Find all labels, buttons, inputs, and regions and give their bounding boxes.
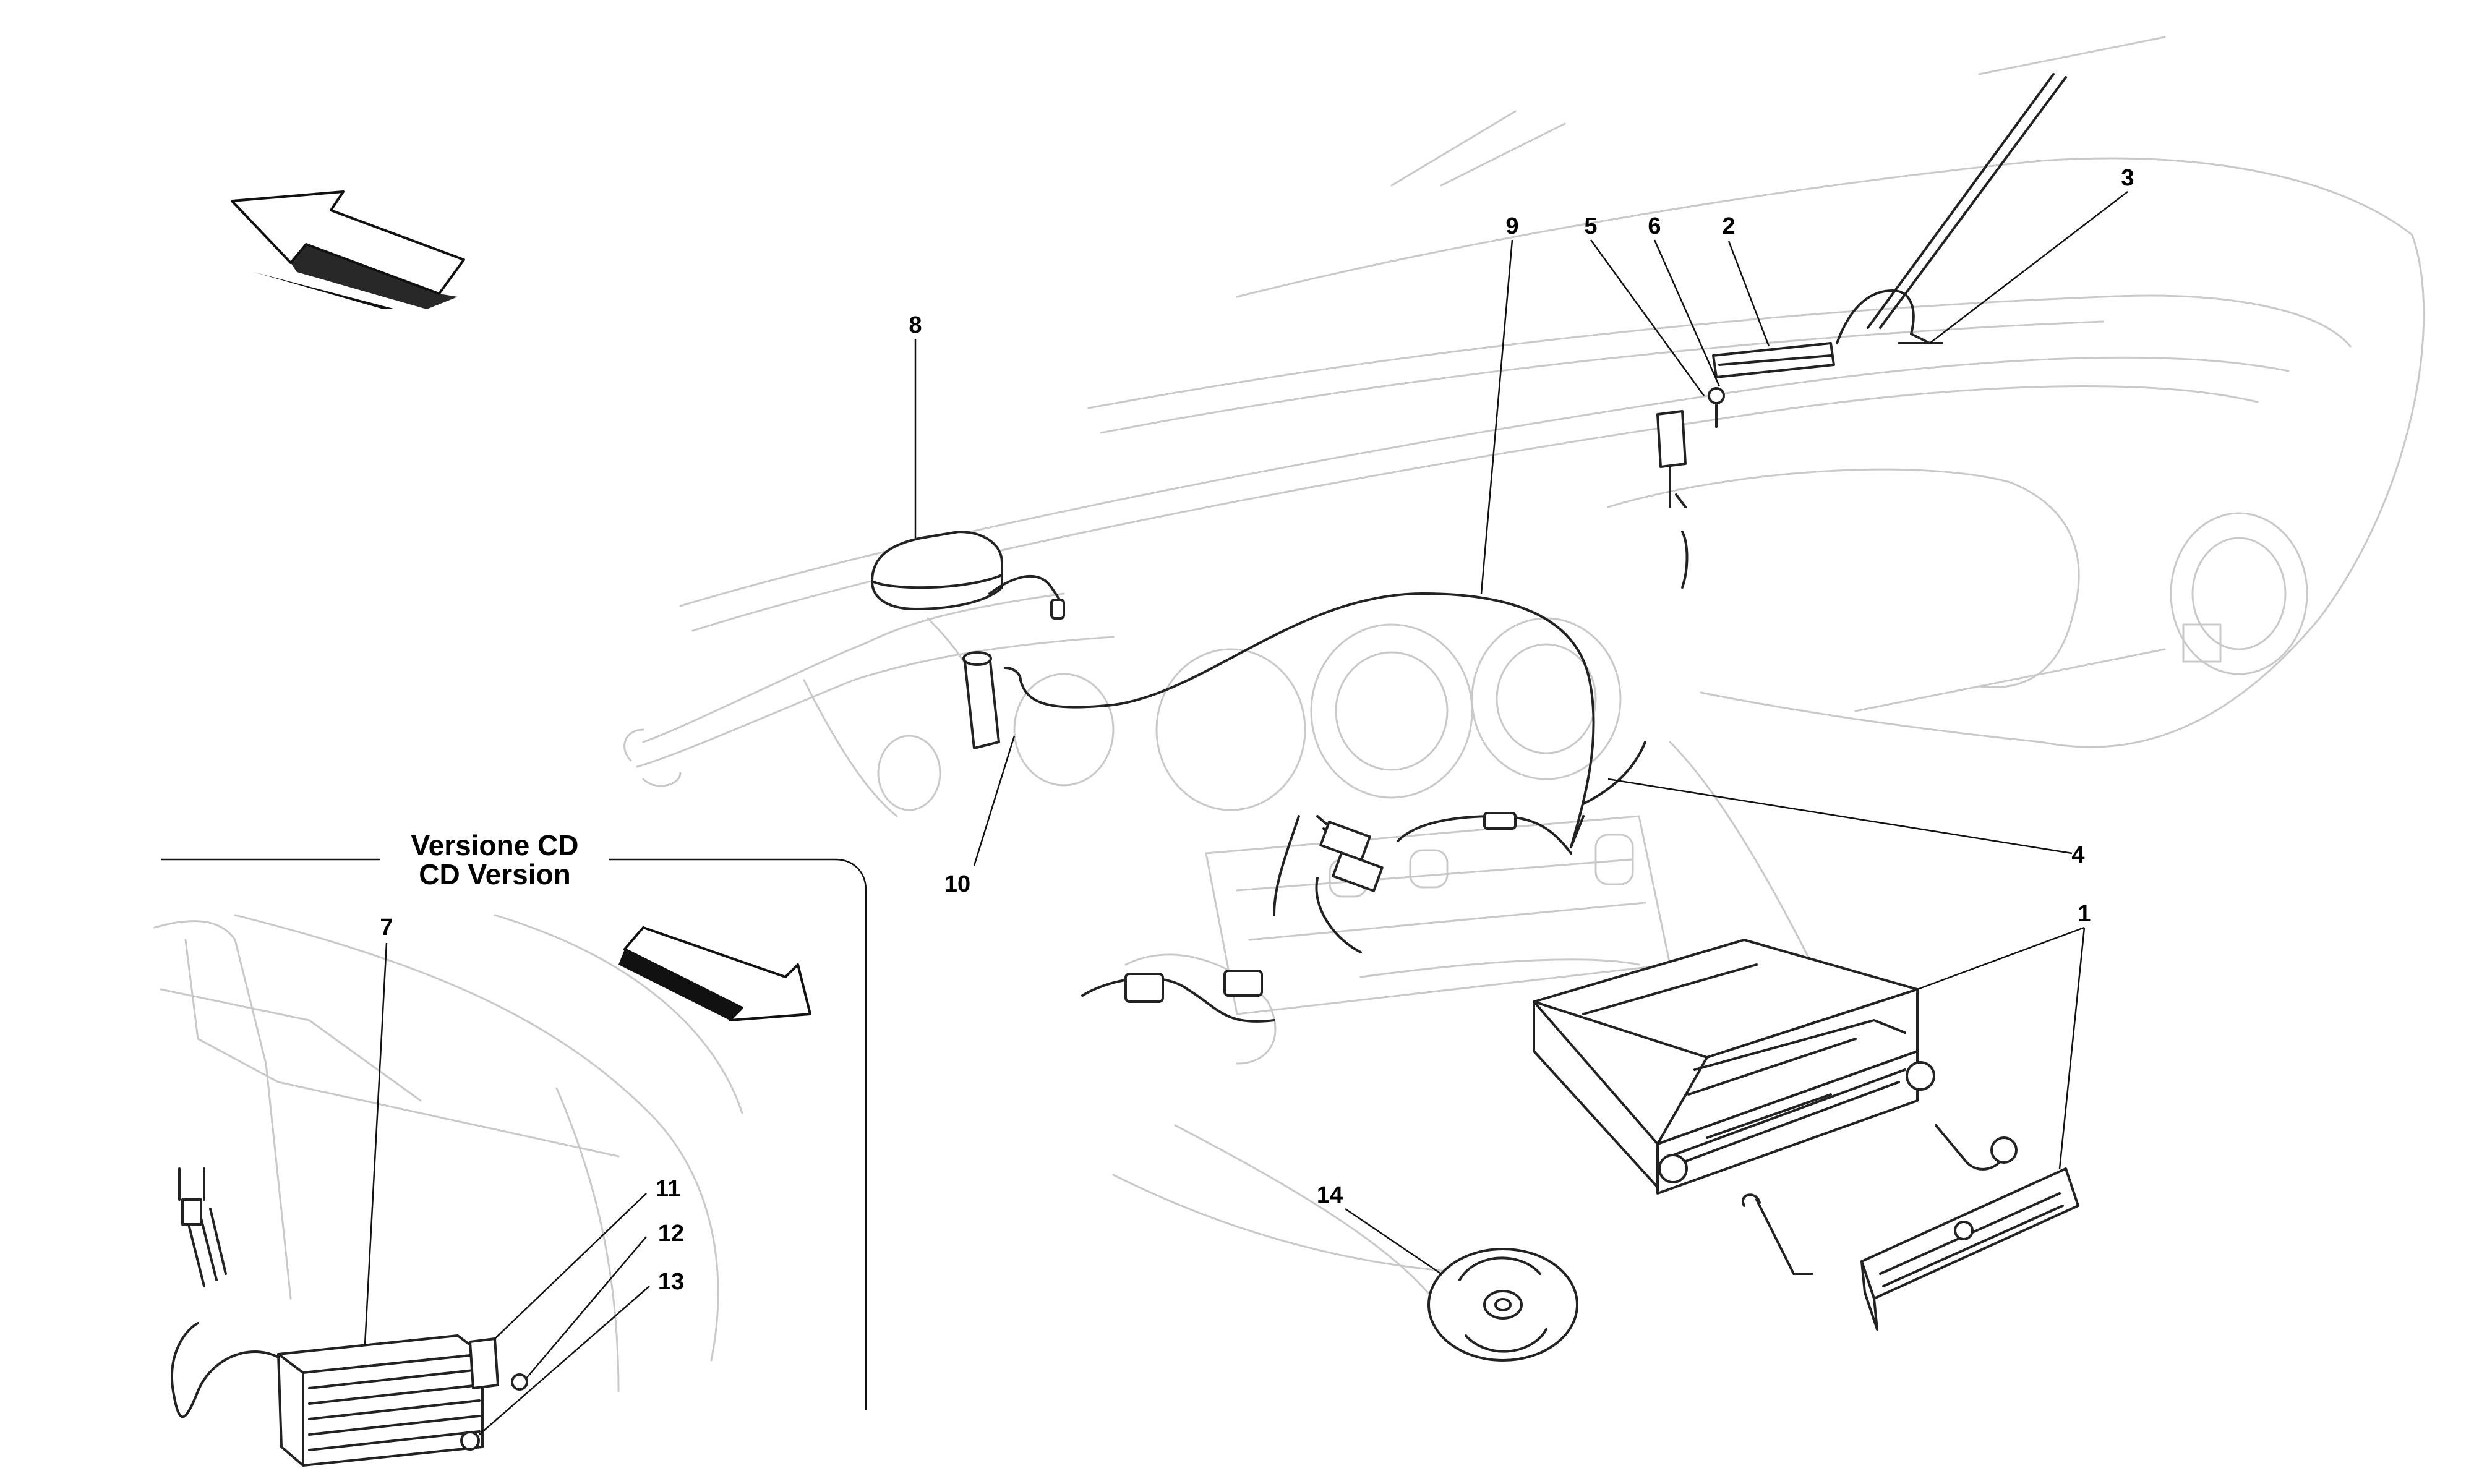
callout-11: 11: [656, 1176, 680, 1202]
part-8-antenna: [871, 531, 1065, 620]
part-4-harness: [1081, 812, 1585, 1023]
callout-8: 8: [909, 312, 922, 338]
inset-title-it: Versione CD: [411, 829, 579, 861]
part-9-cable: [1019, 592, 1646, 848]
callout-1: 1: [2078, 901, 2091, 927]
callout-2: 2: [1722, 213, 1735, 239]
cd-disc-icon: [1427, 1248, 1578, 1362]
callout-3: 3: [2121, 165, 2134, 191]
leader-lines: [364, 191, 2128, 1435]
callout-9: 9: [1505, 213, 1518, 239]
callout-4: 4: [2071, 842, 2084, 868]
dashboard-outline: [623, 36, 2425, 1331]
callout-12: 12: [658, 1221, 684, 1247]
callout-7: 7: [380, 915, 393, 940]
labels: Versione CD CD Version 1 2 3 4 5 6 7 8 9…: [380, 165, 2134, 1295]
part-10-filter: [962, 651, 1022, 749]
cd-version-inset: [153, 858, 867, 1467]
callout-6: 6: [1648, 213, 1661, 239]
callout-13: 13: [658, 1269, 684, 1295]
inset-title-en: CD Version: [419, 858, 570, 890]
callout-10: 10: [944, 871, 970, 897]
upper-antenna-module: [1656, 73, 2067, 589]
callout-5: 5: [1584, 213, 1597, 239]
part-1-head-unit: [1533, 939, 2079, 1331]
callout-14: 14: [1317, 1182, 1343, 1208]
direction-arrow-icon: [231, 190, 465, 309]
